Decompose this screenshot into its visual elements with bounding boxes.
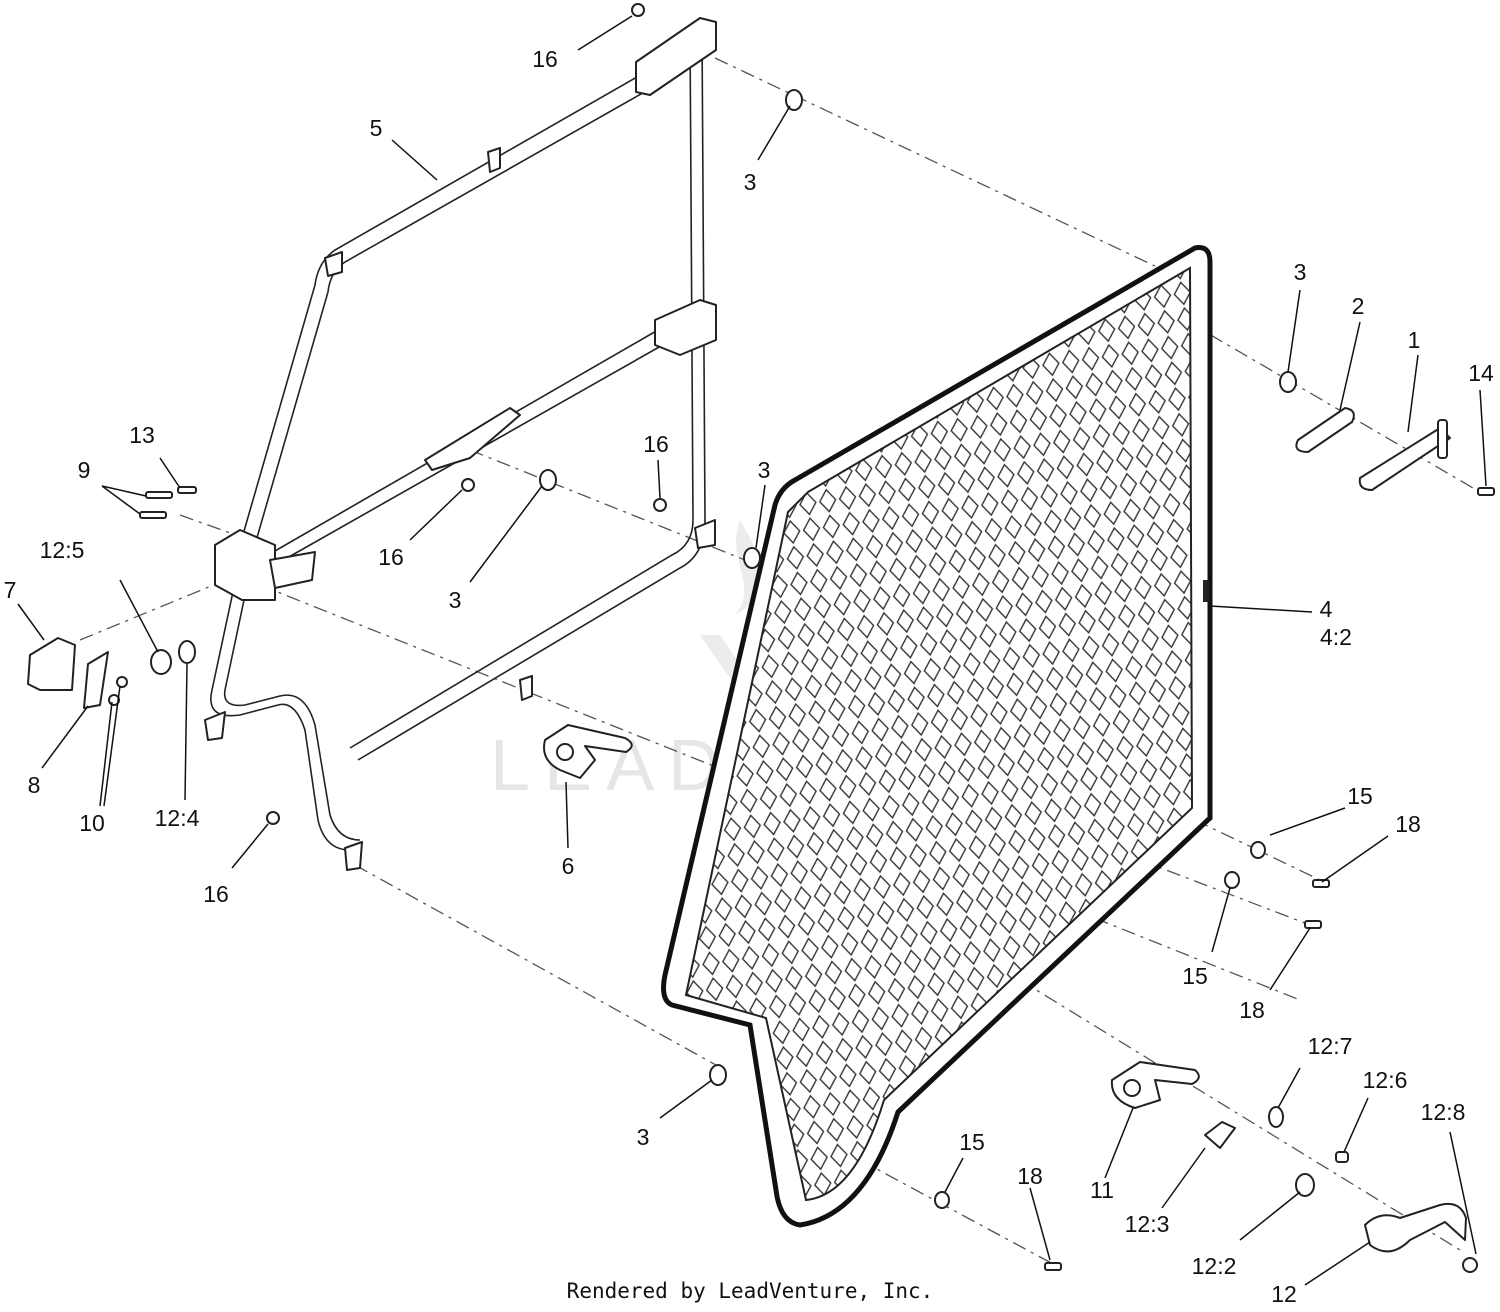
callout-labels: 1 2 3 3 3 3 3 4 4:2 5 6 7 8 9 10 11 12 1…	[4, 46, 1494, 1307]
callout-3: 3	[1294, 259, 1307, 285]
striker-part-8	[83, 651, 109, 709]
callout-2: 2	[1352, 293, 1365, 319]
callout-3: 3	[449, 587, 462, 613]
callout-12-5: 12:5	[40, 537, 85, 563]
callout-18: 18	[1395, 811, 1421, 837]
callout-12-2: 12:2	[1192, 1253, 1237, 1279]
callout-leaders	[17, 15, 1487, 1286]
callout-3: 3	[637, 1124, 650, 1150]
callout-15: 15	[959, 1129, 985, 1155]
plate-part-2	[1295, 407, 1355, 453]
bushing-part-3	[539, 89, 1297, 1086]
hinge-part-1	[1358, 427, 1451, 491]
callout-16: 16	[532, 46, 558, 72]
latch-part-7	[27, 637, 76, 691]
assembly-centerlines	[79, 57, 1486, 1266]
callout-15: 15	[1182, 963, 1208, 989]
callout-7: 7	[4, 577, 17, 603]
callout-8: 8	[28, 772, 41, 798]
callout-11: 11	[1090, 1177, 1114, 1203]
footer-credit: Rendered by LeadVenture, Inc.	[567, 1279, 934, 1303]
callout-10: 10	[79, 810, 105, 836]
callout-16: 16	[378, 544, 404, 570]
callout-12: 12	[1271, 1281, 1297, 1307]
callout-18: 18	[1239, 997, 1265, 1023]
callout-16: 16	[643, 431, 669, 457]
latch-handle-part-12	[1364, 1202, 1467, 1253]
callout-12-6: 12:6	[1363, 1067, 1408, 1093]
bracket-part-6	[543, 724, 633, 779]
callout-4-2: 4:2	[1320, 624, 1352, 650]
hardware-parts	[27, 3, 1495, 1273]
callout-4: 4	[1320, 596, 1333, 622]
mesh-screen-panel	[661, 245, 1213, 1228]
callout-15: 15	[1347, 783, 1373, 809]
callout-1: 1	[1408, 327, 1421, 353]
callout-12-4: 12:4	[155, 805, 200, 831]
callout-9: 9	[78, 457, 91, 483]
callout-16: 16	[203, 881, 229, 907]
callout-18: 18	[1017, 1163, 1043, 1189]
callout-3: 3	[744, 169, 757, 195]
tube-frame	[204, 17, 717, 871]
callout-14: 14	[1468, 360, 1494, 386]
callout-12-3: 12:3	[1125, 1211, 1170, 1237]
callout-12-7: 12:7	[1308, 1033, 1353, 1059]
callout-12-8: 12:8	[1421, 1099, 1466, 1125]
callout-3: 3	[758, 457, 771, 483]
callout-5: 5	[370, 115, 383, 141]
callout-13: 13	[129, 422, 155, 448]
callout-6: 6	[562, 853, 575, 879]
